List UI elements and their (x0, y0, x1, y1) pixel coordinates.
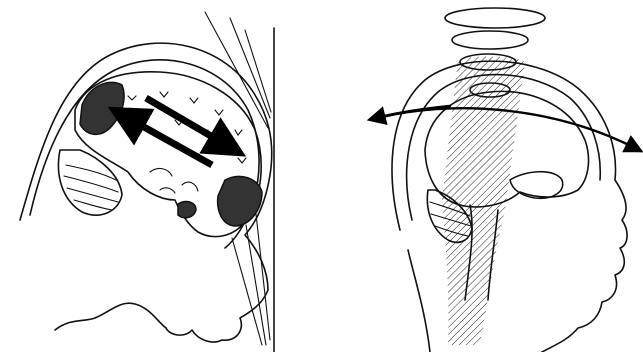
rotational-injury-figure (330, 0, 643, 352)
coup-contrecoup-figure (0, 0, 300, 352)
neck-back (408, 250, 430, 352)
cerebellum (58, 150, 122, 215)
temporal-lesion (178, 202, 196, 218)
arrow-backward (126, 117, 212, 165)
neck-line (55, 303, 166, 330)
